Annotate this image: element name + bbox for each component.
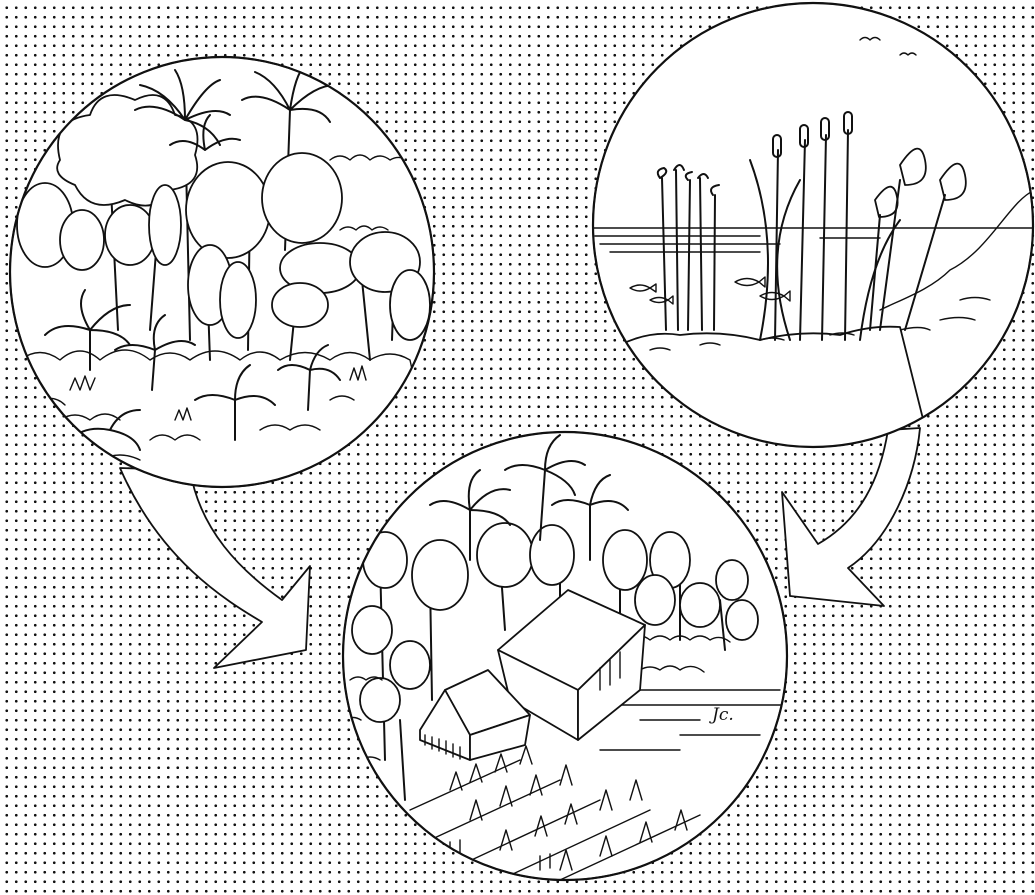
wetland-scene: [590, 3, 1035, 460]
arrow-forest-to-farm: [120, 468, 310, 668]
arrow-wetland-to-farm: [782, 428, 920, 606]
artist-signature: Jc.: [709, 705, 734, 725]
farm-scene: Jc.: [343, 432, 787, 880]
forest-scene: [0, 57, 440, 500]
